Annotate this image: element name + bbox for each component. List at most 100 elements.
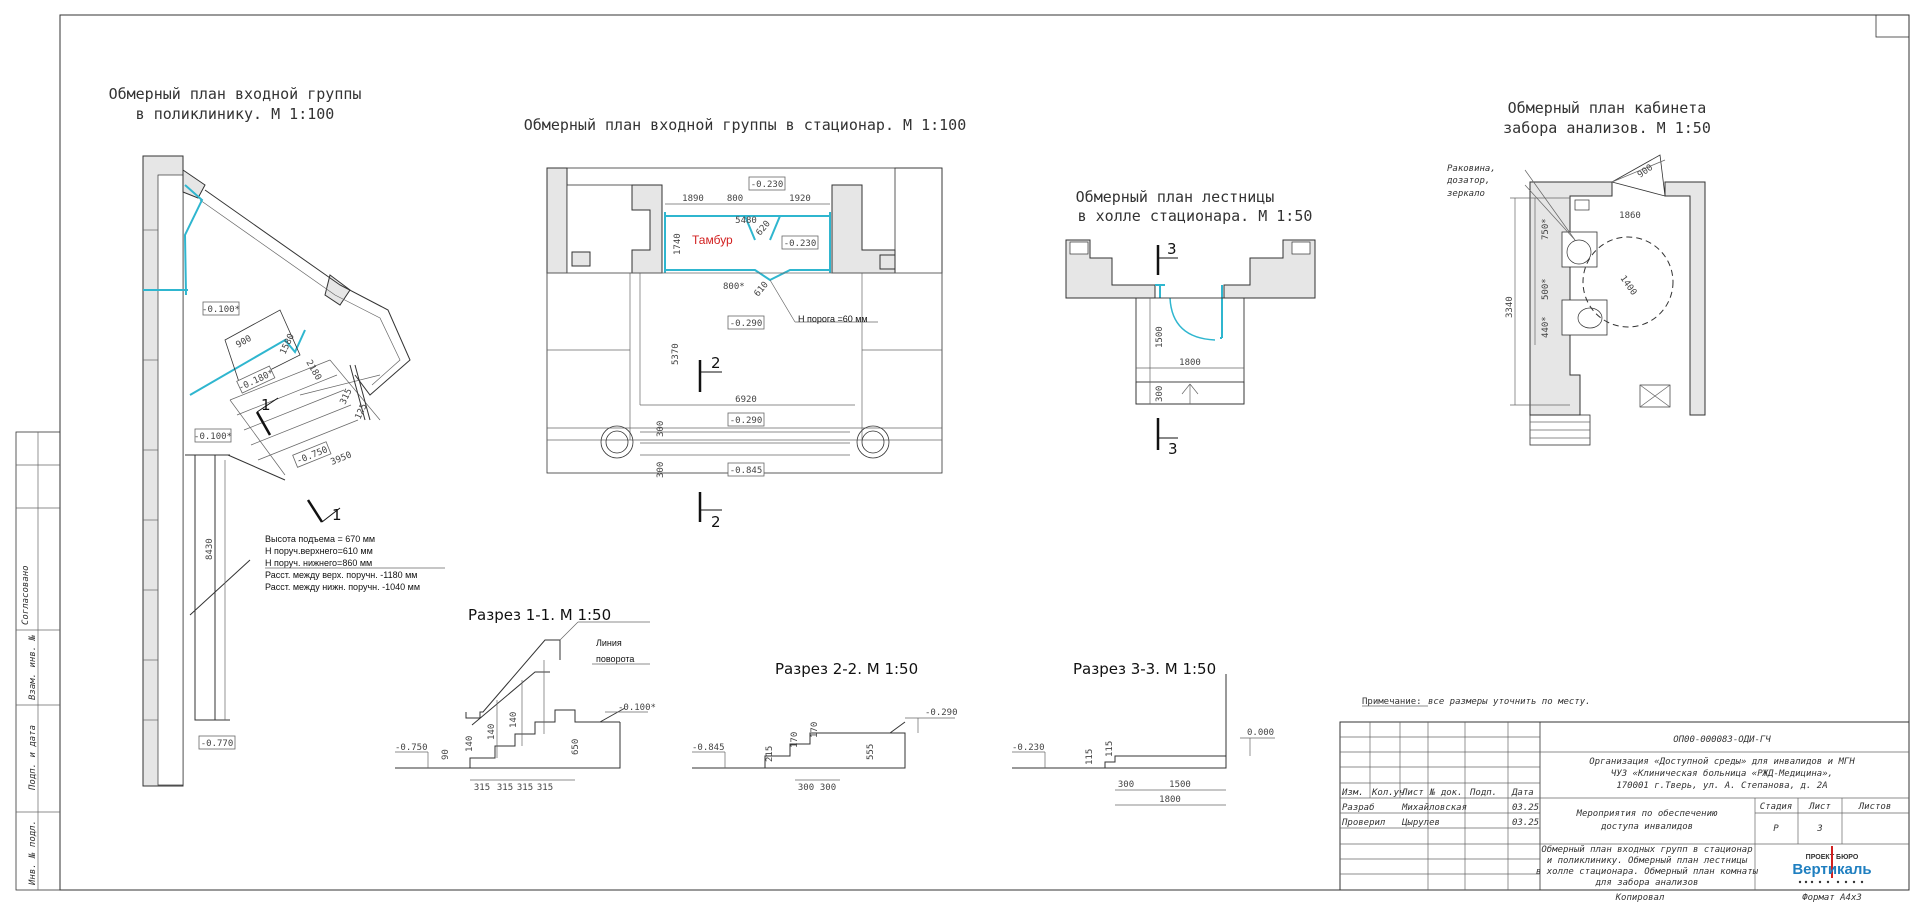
dim-s1-140c: 140 [509,712,519,728]
plan-polyclinic: Обмерный план входной группы в поликлини… [109,85,445,787]
dim-s3-115b: 115 [1105,741,1115,757]
dim-cab-440: 440* [1541,316,1551,338]
dim-p-900: 900 [235,334,254,351]
stamp-copied: Копировал [1615,893,1665,903]
dim-p-8430: 8430 [205,538,215,560]
dim-s1-140a: 140 [465,736,475,752]
dim-cab-1400: 1400 [1618,274,1639,298]
stamp-title-1: Обмерный план входных групп в стационар [1541,844,1752,855]
dim-h-1890: 1890 [682,194,704,204]
dim-p-2180: 2180 [303,359,323,383]
dim-p-3950: 3950 [329,450,353,467]
dim-st-300: 300 [1155,386,1165,402]
level-p5: -0.770 [201,739,234,749]
dim-s3-300: 300 [1118,780,1134,790]
dim-h-1920: 1920 [789,194,811,204]
stamp-list-h: Лист [1808,802,1831,812]
note-line-2: Н поруч.верхнего=610 мм [265,546,373,556]
title-section-1-1: Разрез 1-1. М 1:50 [468,606,611,624]
side-stamp-agreed: Согласовано [21,565,31,625]
label-tambur: Тамбур [692,233,733,247]
stamp-sheet: 3 [1816,824,1822,834]
section-2-2: Разрез 2-2. М 1:50 -0.845 -0.290 215 170… [692,660,958,793]
level-s3b: 0.000 [1247,728,1274,738]
dim-s3-115a: 115 [1085,749,1095,765]
dim-h-300a: 300 [656,421,666,437]
stamp-stage-h: Стадия [1760,802,1793,812]
dim-cab-500: 500* [1541,278,1551,300]
stamp-name-1: Михайловская [1401,803,1467,813]
stamp-measures-1: Мероприятия по обеспечению [1576,808,1718,819]
stamp-h-list: Лист [1401,788,1424,798]
stamp-h-koluch: Кол.уч [1371,788,1405,798]
label-sink-1: Раковина, [1447,164,1496,174]
section-mark-3-3: 3 3 [1156,240,1178,458]
label-sink-2: дозатор, [1446,176,1490,186]
dim-s1-315d: 315 [537,783,553,793]
dim-h-610: 610 [753,280,771,299]
vertikal-logo: ПРОЕКТ БЮРО Вертикаль [1792,846,1872,884]
dim-h-6920: 6920 [735,395,757,405]
section-mark-3a: 3 [1167,240,1177,258]
title-section-3-3: Разрез 3-3. М 1:50 [1073,660,1216,678]
label-rotation-2: поворота [596,654,634,664]
level-s1b: -0.100* [618,703,656,713]
section-mark-2a: 2 [711,354,721,372]
dim-s3-1800: 1800 [1159,795,1181,805]
dim-cab-1860: 1860 [1619,211,1641,221]
section-mark-2-2: 2 2 [698,354,722,531]
dim-s1-315b: 315 [497,783,513,793]
plan-stairs: Обмерный план лестницы в холле стационар… [1065,188,1316,458]
title-cabinet-2: забора анализов. М 1:50 [1503,119,1711,137]
stamp-name-2: Цырулев [1401,818,1440,828]
note-line-3: Н поруч. нижнего=860 мм [265,558,372,568]
dim-s3-1500: 1500 [1169,780,1191,790]
level-h1: -0.230 [751,180,784,190]
plan-cabinet: Обмерный план кабинета забора анализов. … [1446,99,1711,446]
level-h3: -0.290 [730,319,763,329]
level-s1a: -0.750 [395,743,428,753]
note-label: Примечание: [1362,697,1422,707]
stamp-role-2: Проверил [1341,818,1386,828]
polyclinic-dims: 900 1580 2180 3950 8430 125 315 [205,332,370,560]
dim-s2-555: 555 [866,744,876,760]
dim-s2-300a: 300 [798,783,814,793]
stamp-title-3: в холле стационара. Обмерный план комнат… [1536,866,1759,877]
level-s2a: -0.845 [692,743,725,753]
dim-s1-315c: 315 [517,783,533,793]
stamp-org-3: 170001 г.Тверь, ул. А. Степанова, д. 2А [1616,781,1827,791]
dim-s2-215: 215 [765,746,775,762]
note-text: все размеры уточнить по месту. [1428,697,1591,707]
dim-h-800: 800 [727,194,743,204]
title-polyclinic-1: Обмерный план входной группы [109,85,362,103]
level-p3: -0.100* [194,432,232,442]
title-polyclinic-2: в поликлинику. М 1:100 [136,105,335,123]
general-note: Примечание: все размеры уточнить по мест… [1362,697,1591,707]
logo-main: Вертикаль [1792,861,1871,878]
side-stamp-inv: Инв. № подл. [28,820,38,886]
dim-h-1740: 1740 [673,233,683,255]
label-sink-3: зеркало [1447,189,1485,199]
dim-st-1500: 1500 [1155,326,1165,348]
stamp-org-2: ЧУЗ «Клиническая больница «РЖД-Медицина»… [1611,768,1833,779]
dim-st-1800: 1800 [1179,358,1201,368]
section-mark-1a: 1 [261,396,271,414]
label-rotation-1: Линия [596,638,622,648]
dim-h-800s: 800* [723,282,745,292]
note-line-4: Расст. между верх. поручн. -1180 мм [265,570,417,580]
side-stamp-sign-date: Подп. и дата [28,725,38,791]
section-mark-3b: 3 [1168,440,1178,458]
title-stairs-2: в холле стационара. М 1:50 [1078,207,1313,225]
note-line-1: Высота подъема = 670 мм [265,534,375,544]
dim-h-5480: 5480 [735,216,757,226]
dim-s1-315a: 315 [474,783,490,793]
level-h4: -0.290 [730,416,763,426]
dim-h-5370: 5370 [671,343,681,365]
level-h2: -0.230 [784,239,817,249]
stamp-role-1: Разраб [1342,802,1375,813]
title-section-2-2: Разрез 2-2. М 1:50 [775,660,918,678]
stamp-title-4: для забора анализов [1595,877,1699,888]
dim-s1-650: 650 [571,739,581,755]
section-1-1: Разрез 1-1. М 1:50 Линия поворота -0.750… [395,606,656,793]
